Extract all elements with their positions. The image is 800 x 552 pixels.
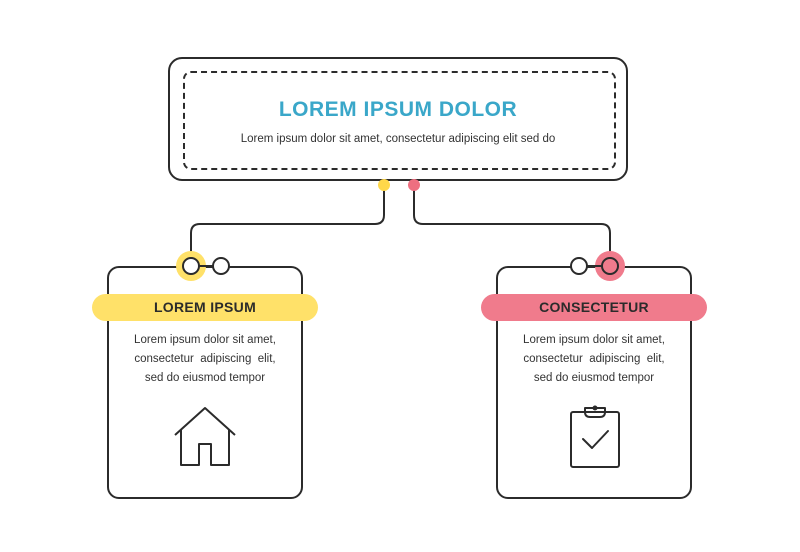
right-node-empty: [570, 257, 588, 275]
clipboard-check-icon: [570, 405, 620, 468]
card-right-title: CONSECTETUR: [481, 294, 707, 321]
card-left-text: Lorem ipsum dolor sit amet, consectetur …: [107, 331, 303, 388]
left-node-filled: [182, 257, 200, 275]
card-left-title: LOREM IPSUM: [92, 294, 318, 321]
card-left-line: consectetur adipiscing elit,: [134, 353, 276, 365]
left-connector-line: [190, 186, 385, 266]
house-icon: [174, 407, 236, 466]
header-box: [168, 57, 628, 181]
header-title: LOREM IPSUM DOLOR: [278, 98, 518, 121]
card-right-line: Lorem ipsum dolor sit amet,: [523, 334, 665, 346]
card-right-line: sed do eiusmod tempor: [533, 372, 655, 384]
left-node-empty: [212, 257, 230, 275]
header-dashed-border: [183, 71, 616, 170]
right-node-filled: [601, 257, 619, 275]
right-connector-line: [413, 186, 611, 266]
header-text: Lorem ipsum dolor sit amet, consectetur …: [240, 133, 556, 145]
card-left-line: Lorem ipsum dolor sit amet,: [134, 334, 276, 346]
card-left-line: sed do eiusmod tempor: [144, 372, 266, 384]
yellow-dot: [378, 179, 390, 191]
pink-dot: [408, 179, 420, 191]
card-right-text: Lorem ipsum dolor sit amet, consectetur …: [496, 331, 692, 388]
card-right-line: consectetur adipiscing elit,: [523, 353, 665, 365]
